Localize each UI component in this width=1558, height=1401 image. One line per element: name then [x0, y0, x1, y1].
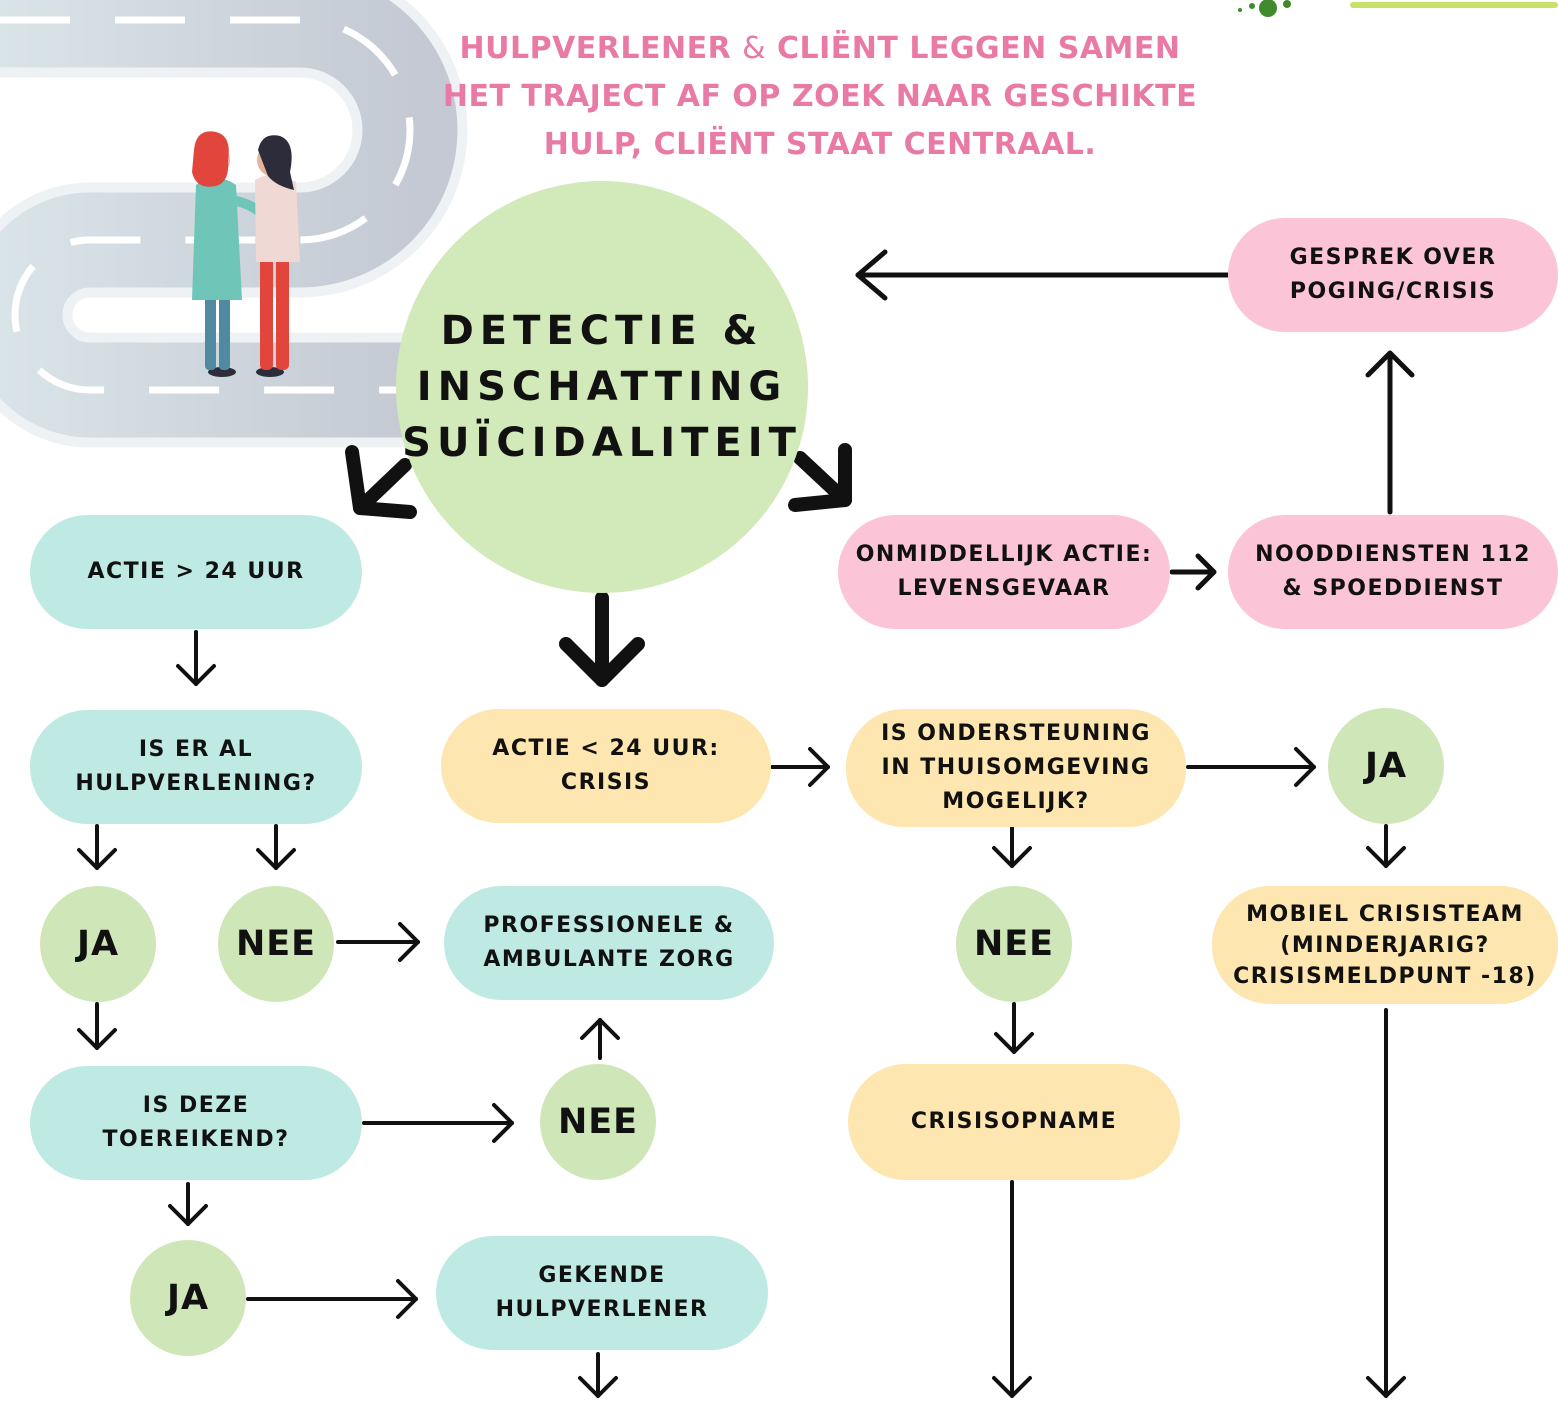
node-thuisomgeving: IS ONDERSTEUNING IN THUISOMGEVING MOGELI… [846, 709, 1186, 827]
node-actie-gt-24-label: ACTIE > 24 UUR [87, 559, 305, 584]
node-ja-3: JA [1328, 708, 1444, 824]
arrow-ja-to-gekend [246, 1279, 418, 1319]
node-toereikend: IS DEZE TOEREIKEND? [30, 1066, 362, 1180]
arrow-ja-to-toereikend [77, 1002, 117, 1050]
arrow-mobiel-down [1366, 1008, 1406, 1398]
node-mobiel-line-1: MOBIEL CRISISTEAM [1246, 901, 1524, 927]
node-nee-2: NEE [540, 1064, 656, 1180]
node-nee-1-label: NEE [235, 924, 317, 964]
node-prof-line-2: AMBULANTE ZORG [483, 947, 735, 972]
node-thuis-line-2: IN THUISOMGEVING [881, 755, 1151, 780]
node-gesprek-line-1: GESPREK OVER [1289, 245, 1497, 270]
node-onmiddellijk-line-1: ONMIDDELLIJK ACTIE: [855, 542, 1153, 567]
node-crisisopname-label: CRISISOPNAME [910, 1109, 1118, 1134]
node-al-hulpverlening: IS ER AL HULPVERLENING? [30, 710, 362, 824]
node-nee-2-label: NEE [557, 1102, 639, 1142]
header-line-1-a: HULPVERLENER [459, 31, 732, 66]
node-nood-line-2: & SPOEDDIENST [1282, 576, 1504, 601]
arrow-toereikend-to-nee [362, 1103, 514, 1143]
arrow-crisisopname-down [992, 1180, 1032, 1398]
node-prof-line-1: PROFESSIONELE & [483, 913, 735, 938]
node-ja-2-label: JA [166, 1278, 210, 1318]
node-onmiddellijk-actie: ONMIDDELLIJK ACTIE: LEVENSGEVAAR [838, 515, 1170, 629]
header-line-2: HET TRAJECT AF OP ZOEK NAAR GESCHIKTE [442, 79, 1198, 114]
header-line-1: HULPVERLENER & CLIËNT LEGGEN SAMEN [430, 25, 1210, 73]
arrow-nee-to-prof [336, 922, 420, 962]
node-gekend-line-1: GEKENDE [538, 1263, 666, 1288]
node-mobiel-line-2: (MINDERJARIG? [1280, 932, 1490, 958]
arrow-thuis-to-nee [992, 826, 1032, 868]
node-mobiel-line-3: CRISISMELDPUNT -18) [1233, 963, 1537, 989]
arrow-toereikend-to-ja [168, 1182, 208, 1226]
node-actie-lt-24-line-2: CRISIS [560, 770, 652, 795]
center-circle-detectie: DETECTIE & INSCHATTING SUÏCIDALITEIT [396, 181, 808, 593]
arrow-nee-to-crisisopname [994, 1002, 1034, 1054]
node-toereikend-line-1: IS DEZE [142, 1093, 250, 1118]
node-toereikend-line-2: TOEREIKEND? [102, 1127, 290, 1152]
node-thuis-line-3: MOGELIJK? [942, 789, 1090, 814]
node-gesprek: GESPREK OVER POGING/CRISIS [1228, 218, 1558, 332]
center-line-2: INSCHATTING [416, 364, 788, 410]
arrow-al-hulp-to-nee [256, 824, 296, 870]
arrow-onmiddellijk-to-nood [1169, 553, 1217, 591]
node-thuis-line-1: IS ONDERSTEUNING [881, 721, 1151, 746]
header-line-1-b: CLIËNT LEGGEN SAMEN [777, 31, 1181, 66]
node-ja-3-label: JA [1364, 746, 1408, 786]
node-gesprek-line-2: POGING/CRISIS [1289, 279, 1497, 304]
arrow-center-to-left [345, 445, 417, 519]
node-gekende-hulpverlener: GEKENDE HULPVERLENER [436, 1236, 768, 1350]
top-right-accent-bar [1350, 2, 1558, 8]
node-ja-1: JA [40, 886, 156, 1002]
arrow-center-to-right [788, 443, 852, 512]
node-ja-1-label: JA [76, 924, 120, 964]
header-line-1-amp: & [742, 31, 767, 66]
arrow-gekend-down [578, 1352, 618, 1398]
node-nee-3-label: NEE [973, 924, 1055, 964]
arrow-crisis-to-thuis [770, 747, 830, 787]
node-crisisopname: CRISISOPNAME [848, 1064, 1180, 1180]
node-professionele-zorg: PROFESSIONELE & AMBULANTE ZORG [444, 886, 774, 1000]
node-nee-3: NEE [956, 886, 1072, 1002]
node-gekend-line-2: HULPVERLENER [495, 1297, 709, 1322]
node-nood-line-1: NOODDIENSTEN 112 [1255, 542, 1531, 567]
arrow-center-down [559, 591, 645, 687]
arrow-al-hulp-to-ja [77, 824, 117, 870]
arrow-thuis-to-ja [1186, 747, 1316, 787]
node-actie-lt-24: ACTIE < 24 UUR: CRISIS [441, 709, 771, 823]
node-actie-gt-24: ACTIE > 24 UUR [30, 515, 362, 629]
header-title: HULPVERLENER & CLIËNT LEGGEN SAMEN HET T… [430, 25, 1210, 169]
node-al-hulp-line-2: HULPVERLENING? [75, 771, 317, 796]
node-mobiel-crisisteam: MOBIEL CRISISTEAM (MINDERJARIG? CRISISME… [1212, 886, 1558, 1004]
arrow-ja-to-mobiel [1366, 824, 1406, 868]
node-nee-1: NEE [218, 886, 334, 1002]
center-line-1: DETECTIE & [440, 308, 764, 354]
node-ja-2: JA [130, 1240, 246, 1356]
arrow-gesprek-to-center [855, 249, 1231, 301]
arrow-actie-to-al-hulp [176, 630, 216, 686]
node-al-hulp-line-1: IS ER AL [138, 737, 254, 762]
node-onmiddellijk-line-2: LEVENSGEVAAR [897, 576, 1111, 601]
header-line-3: HULP, CLIËNT STAAT CENTRAAL. [543, 127, 1097, 162]
arrow-nood-up [1365, 350, 1415, 515]
node-nooddiensten: NOODDIENSTEN 112 & SPOEDDIENST [1228, 515, 1558, 629]
arrow-nee-up-to-prof [580, 1018, 620, 1060]
node-actie-lt-24-line-1: ACTIE < 24 UUR: [492, 736, 720, 761]
center-line-3: SUÏCIDALITEIT [402, 420, 802, 466]
